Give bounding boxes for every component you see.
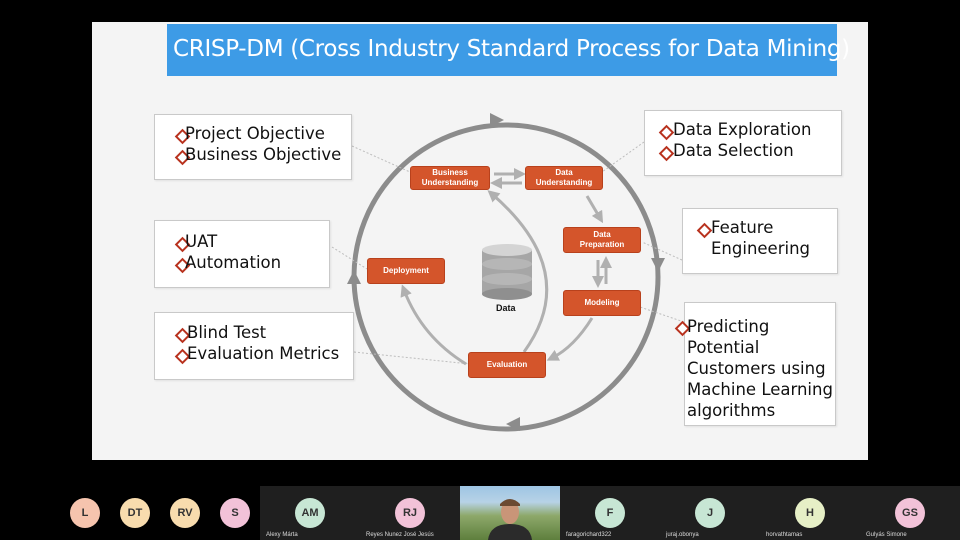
participant-tile[interactable]: RJ Reyes Nunez José Jesús	[360, 486, 460, 540]
step-evaluation: Evaluation	[468, 352, 546, 378]
avatar: AM	[295, 498, 325, 528]
slide-title: CRISP-DM (Cross Industry Standard Proces…	[173, 36, 850, 62]
callout-uat-automation: UAT Automation	[154, 220, 330, 288]
slide-title-bar: CRISP-DM (Cross Industry Standard Proces…	[167, 24, 850, 76]
connector-bottom-left	[353, 351, 471, 365]
avatar: J	[695, 498, 725, 528]
participant-tile[interactable]: F faragorichard322	[560, 486, 660, 540]
participant-tile[interactable]: S	[210, 486, 260, 540]
step-data-und-line-2: Understanding	[535, 178, 593, 187]
ring-arrowhead-right	[651, 258, 665, 272]
step-business-line-2: Understanding	[421, 178, 479, 187]
callout-text: Machine Learning	[687, 380, 833, 399]
participant-name: Gulyás Simone	[866, 532, 907, 538]
step-business-line-1: Business	[432, 168, 468, 177]
avatar: DT	[120, 498, 150, 528]
speaker-video-feed	[488, 499, 532, 540]
participant-name: faragorichard322	[566, 532, 612, 538]
database-icon	[482, 244, 532, 300]
participant-name: Reyes Nunez José Jesús	[366, 532, 434, 538]
callout-text: Blind Test	[187, 323, 267, 342]
connector-top-right	[601, 141, 645, 173]
participant-tile[interactable]: DT	[110, 486, 160, 540]
step-evaluation-label: Evaluation	[486, 360, 528, 369]
callout-project-business: Project Objective Business Objective	[154, 114, 352, 180]
avatar: RV	[170, 498, 200, 528]
bullet-diamond-icon	[658, 124, 675, 141]
participant-name: horvathtamas	[766, 532, 803, 538]
callout-feature-engineering: Feature Engineering	[682, 208, 838, 274]
avatar: F	[595, 498, 625, 528]
step-modeling: Modeling	[563, 290, 641, 316]
participant-tile[interactable]: AM Alexy Márta	[260, 486, 360, 540]
callout-text: algorithms	[687, 401, 776, 420]
step-data-preparation: Data Preparation	[563, 227, 641, 253]
callout-text: Data Exploration	[673, 120, 812, 139]
arrow-model-to-eval	[546, 317, 594, 361]
step-data-prep-line-1: Data	[593, 230, 611, 239]
step-data-und-line-1: Data	[555, 168, 573, 177]
connector-top-left	[351, 145, 411, 173]
arrow-data-to-prep	[585, 195, 604, 224]
avatar: GS	[895, 498, 925, 528]
callout-text: Customers using	[687, 359, 826, 378]
step-data-understanding: Data Understanding	[525, 166, 603, 190]
ring-arrowhead-left	[347, 270, 361, 284]
callout-text: Potential	[687, 338, 760, 357]
callout-text: Business Objective	[185, 145, 342, 164]
crisp-dm-cycle-diagram	[331, 113, 685, 432]
participant-tile[interactable]: RV	[160, 486, 210, 540]
bullet-diamond-icon	[696, 222, 713, 239]
ring-arrowhead-bottom	[506, 417, 520, 431]
callout-text: Feature	[711, 218, 774, 237]
avatar: L	[70, 498, 100, 528]
callout-predicting-customers: Predicting Potential Customers using Mac…	[674, 302, 836, 426]
bullet-diamond-icon	[658, 145, 675, 162]
ring-arrowhead-top	[490, 113, 504, 127]
data-label: Data	[496, 303, 516, 313]
callout-text: Evaluation Metrics	[187, 344, 340, 363]
step-business-understanding: Business Understanding	[410, 166, 490, 190]
participant-strip: L DT RV S AM Alexy Márta RJ Reyes Nunez …	[0, 486, 960, 540]
avatar: H	[795, 498, 825, 528]
arrow-eval-to-deploy	[400, 284, 467, 366]
step-data-prep-line-2: Preparation	[579, 240, 625, 249]
participant-tile[interactable]: L	[60, 486, 110, 540]
participant-video-tile[interactable]	[460, 486, 560, 540]
participant-tile[interactable]: H horvathtamas	[760, 486, 860, 540]
callout-text: Data Selection	[673, 141, 794, 160]
participant-name: Alexy Márta	[266, 532, 298, 538]
participant-tile[interactable]: GS Gulyás Simone	[860, 486, 960, 540]
presentation-slide: CRISP-DM (Cross Industry Standard Proces…	[92, 22, 868, 460]
callout-blind-test: Blind Test Evaluation Metrics	[154, 312, 354, 380]
connector-bottom-right	[639, 306, 685, 323]
callout-text: Automation	[185, 253, 282, 272]
callout-text: UAT	[185, 232, 218, 251]
step-deployment: Deployment	[367, 258, 445, 284]
callout-text: Predicting	[687, 317, 770, 336]
callout-data-exploration: Data Exploration Data Selection	[644, 110, 842, 176]
avatar: RJ	[395, 498, 425, 528]
callout-text: Project Objective	[185, 124, 325, 143]
step-deployment-label: Deployment	[383, 266, 429, 275]
avatar: S	[220, 498, 250, 528]
connector-mid-right	[641, 241, 683, 261]
arrow-eval-to-business	[487, 190, 549, 353]
connector-mid-left	[331, 246, 368, 270]
participant-name: juraj.obonya	[666, 532, 699, 538]
participant-tile[interactable]: J juraj.obonya	[660, 486, 760, 540]
callout-text: Engineering	[711, 239, 810, 258]
step-modeling-label: Modeling	[584, 298, 620, 307]
